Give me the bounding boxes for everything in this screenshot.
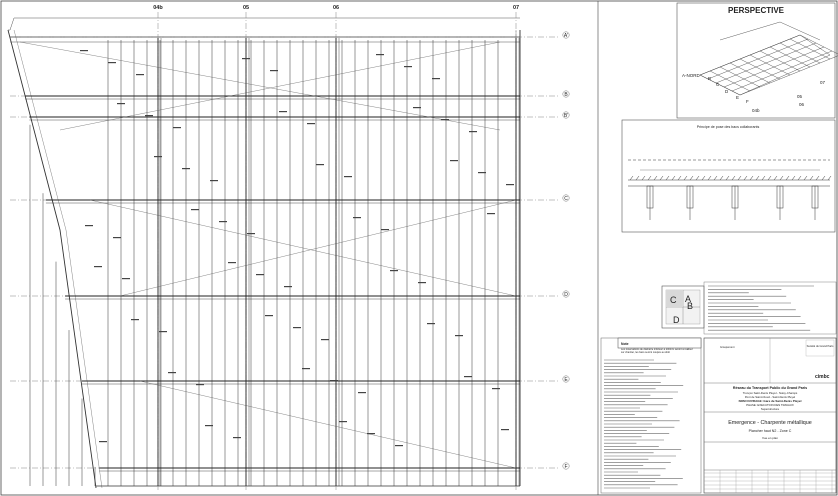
drawing-title: Emergence - Charpente métallique <box>728 420 812 426</box>
perspective-label: E <box>736 95 739 100</box>
network-name: Réseau du Transport Public du Grand Pari… <box>733 386 807 390</box>
grid-row-label: F <box>564 464 567 470</box>
perspective-title: PERSPECTIVE <box>728 6 785 15</box>
lot-name: Pont de Saint-Cloud - Saint-Denis Pleyel <box>745 395 796 399</box>
grid-row-bubble <box>562 194 570 202</box>
cimbc-logo: cimbc <box>815 374 830 380</box>
note-title: Note <box>621 342 629 346</box>
grid-row-label: E <box>564 377 568 383</box>
note-line-1: Les réservations de diamètre inférieur à… <box>621 348 693 351</box>
perspective-label: 05 <box>797 94 803 99</box>
perspective-label: C <box>716 82 720 87</box>
line-name: Tronçon Saint-Denis Pleyel - Noisy-Champ… <box>743 391 798 395</box>
grid-row-label: A' <box>564 33 568 39</box>
grid-row-bubble <box>562 111 570 119</box>
grid-col-label: 05 <box>243 5 249 11</box>
perspective-label: 04b <box>752 108 760 113</box>
section-detail <box>628 159 832 220</box>
phase-name: PHASE: EXECUTION DES TRAVAUX <box>746 403 794 407</box>
notes-column <box>600 337 702 494</box>
grid-col-label: 07 <box>513 5 519 11</box>
note-line-2: sur chantier, les bacs seront coupés au … <box>621 351 670 354</box>
perspective-view <box>699 21 838 96</box>
framing-plan <box>7 12 560 490</box>
grid-row-bubble <box>562 31 570 39</box>
perspective-frame <box>676 2 836 119</box>
title-block <box>703 337 837 494</box>
perspective-label: B <box>708 76 711 81</box>
perspective-label: F <box>746 99 749 104</box>
grid-row-bubble <box>562 462 570 470</box>
grid-row-bubble <box>562 375 570 383</box>
client-name: Société du Grand Paris <box>807 344 835 348</box>
grid-row-bubble <box>562 290 570 298</box>
keyplan-label-b: B <box>687 301 693 311</box>
group-logo: Groupement <box>720 345 735 349</box>
reference-list <box>703 281 837 335</box>
keyplan-label-a: A <box>685 294 691 304</box>
perspective-label: D <box>725 89 729 94</box>
drawing-view: Vue en plan <box>762 436 778 440</box>
sub-name: Superstructure <box>761 407 780 411</box>
grid-row-label: C <box>564 196 568 202</box>
keyplan-label-c: C <box>670 295 677 305</box>
drawing-subtitle: Plancher haut N2 - Zone C <box>749 429 792 433</box>
grid-col-label: 06 <box>333 5 339 11</box>
keyplan-label-d: D <box>673 315 680 325</box>
grid-row-bubble <box>562 90 570 98</box>
perspective-label: 06 <box>799 102 805 107</box>
perspective-label: A-NORD <box>682 73 700 78</box>
station-name: NOM OUVRAGE: Gare de Saint-Denis Pleyel <box>739 399 802 403</box>
section-title: Principe de pose des bacs collaborants <box>697 125 760 129</box>
grid-row-label: D <box>564 292 568 298</box>
grid-row-label: B' <box>564 113 568 119</box>
keyplan <box>661 285 705 329</box>
note-box <box>617 337 702 349</box>
grid-col-label: 04b <box>153 5 163 11</box>
perspective-label: 07 <box>820 80 826 85</box>
section-frame <box>621 119 836 233</box>
grid-row-label: B <box>564 92 568 98</box>
